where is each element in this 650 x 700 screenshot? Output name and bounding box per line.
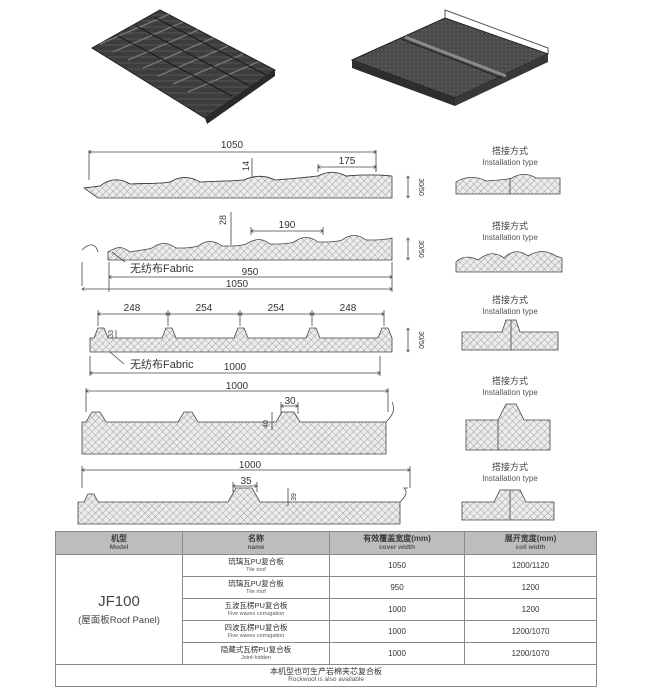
row-coil: 1200 bbox=[464, 576, 597, 599]
model-name: JF100 bbox=[98, 593, 140, 610]
install-1-detail bbox=[455, 173, 561, 195]
install-2-detail bbox=[455, 251, 563, 273]
d3-thick: 30/50 bbox=[417, 331, 424, 349]
row-cover: 1000 bbox=[329, 620, 465, 643]
drawing-joint-hidden bbox=[77, 466, 410, 525]
install-2-cn: 搭接方式 bbox=[492, 220, 528, 231]
install-3-en: Installation type bbox=[482, 307, 538, 316]
row-coil: 1200/1070 bbox=[464, 642, 597, 665]
d3-cover: 1000 bbox=[224, 362, 247, 373]
install-4-en: Installation type bbox=[482, 388, 538, 397]
install-3-detail bbox=[461, 319, 559, 351]
drawing-tile-1050 bbox=[82, 150, 408, 198]
install-5-detail bbox=[461, 489, 555, 521]
install-4-cn: 搭接方式 bbox=[492, 375, 528, 386]
install-3-cn: 搭接方式 bbox=[492, 294, 528, 305]
d4-rib: 40 bbox=[263, 420, 270, 428]
install-1-cn: 搭接方式 bbox=[492, 145, 528, 156]
d4-overall: 1000 bbox=[226, 381, 249, 392]
row-coil: 1200/1070 bbox=[464, 620, 597, 643]
header-coil-width: 展开宽度(mm)coil width bbox=[464, 531, 597, 555]
install-2-en: Installation type bbox=[482, 233, 538, 242]
d2-thick: 30/50 bbox=[417, 240, 424, 258]
d3-pitch-a: 248 bbox=[124, 303, 141, 314]
install-5-en: Installation type bbox=[482, 474, 538, 483]
d4-top: 30 bbox=[284, 396, 296, 407]
tile-roof-panel-photo bbox=[91, 9, 276, 124]
d2-pitch: 190 bbox=[279, 220, 296, 231]
d1-rib: 14 bbox=[241, 161, 251, 171]
install-4-detail bbox=[465, 403, 551, 451]
seam-panel-photo bbox=[350, 9, 550, 106]
d5-top: 35 bbox=[240, 476, 252, 487]
d3-pitch-d: 248 bbox=[340, 303, 357, 314]
d3-pitch-b: 254 bbox=[196, 303, 213, 314]
model-sub: (屋面板Roof Panel) bbox=[78, 615, 160, 626]
d3-fabric: 无纺布Fabric bbox=[130, 357, 194, 371]
row-cover: 950 bbox=[329, 576, 465, 599]
row-cover: 1000 bbox=[329, 642, 465, 665]
d1-pitch: 175 bbox=[339, 156, 356, 167]
d1-overall: 1050 bbox=[221, 140, 244, 151]
drawing-four-waves bbox=[81, 388, 394, 455]
d2-overall: 1050 bbox=[226, 279, 249, 290]
row-coil: 1200 bbox=[464, 598, 597, 621]
install-5-cn: 搭接方式 bbox=[492, 461, 528, 472]
row-cover: 1050 bbox=[329, 554, 465, 577]
drawing-tile-950 bbox=[82, 212, 408, 292]
drawing-five-waves bbox=[90, 310, 408, 376]
header-cover-width: 有效覆盖宽度(mm)cover width bbox=[329, 531, 465, 555]
d3-pitch-c: 254 bbox=[268, 303, 285, 314]
model-cell: JF100 (屋面板Roof Panel) bbox=[55, 554, 183, 665]
d2-cover: 950 bbox=[242, 267, 259, 278]
install-1-en: Installation type bbox=[482, 158, 538, 167]
row-coil: 1200/1120 bbox=[464, 554, 597, 577]
d2-rib: 28 bbox=[218, 215, 228, 225]
d5-rib: 39 bbox=[291, 493, 298, 501]
panel-drawings: 1050 14 175 30/50 搭接方式 Installation type… bbox=[77, 9, 563, 525]
d2-fabric: 无纺布Fabric bbox=[130, 261, 194, 275]
d1-thick: 30/50 bbox=[417, 178, 424, 196]
d3-rib: 33 bbox=[108, 330, 115, 338]
row-cover: 1000 bbox=[329, 598, 465, 621]
d5-overall: 1000 bbox=[239, 460, 262, 471]
